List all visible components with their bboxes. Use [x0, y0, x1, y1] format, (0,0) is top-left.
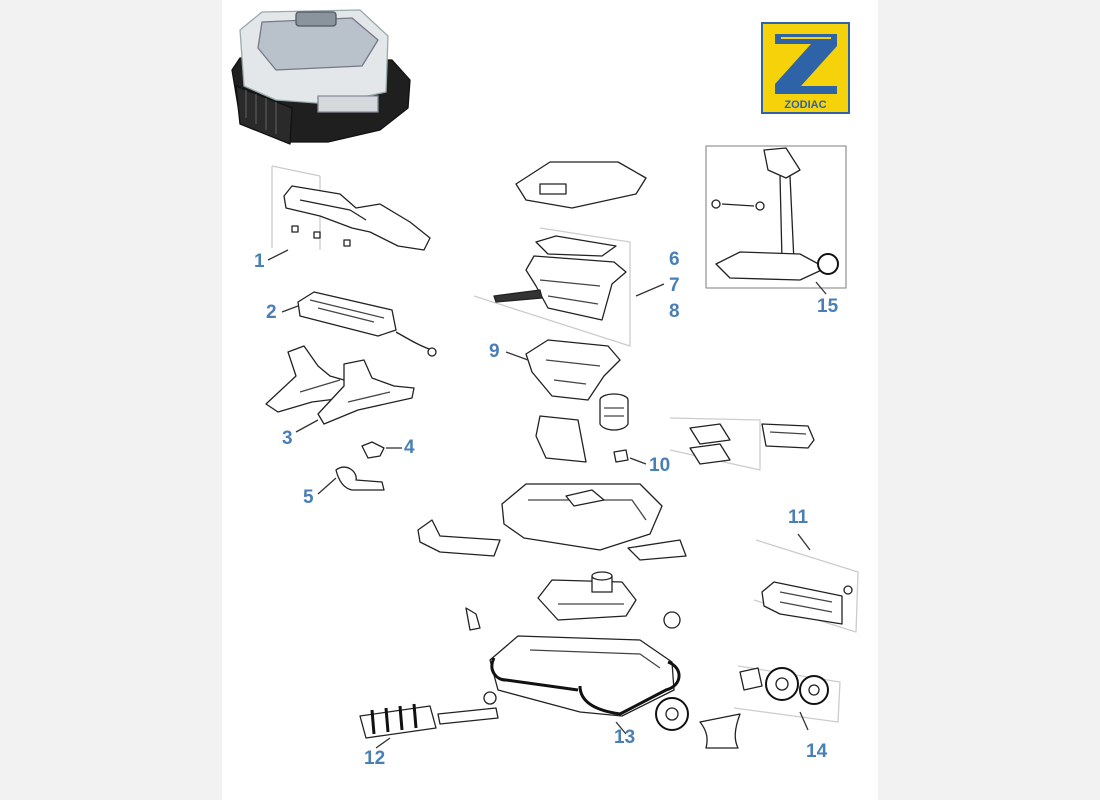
part-number-3: 3: [282, 428, 293, 449]
part-15-caddy-cart: [705, 145, 847, 295]
zodiac-logo-text: ZODIAC: [784, 99, 826, 111]
part-14-wheels: [733, 665, 841, 731]
part-number-10: 10: [649, 455, 671, 476]
part-number-6: 6: [669, 249, 680, 270]
part-number-1: 1: [254, 251, 265, 272]
part-12-brush-roller: [359, 691, 499, 749]
part-number-4: 4: [404, 437, 415, 458]
top-cover: [515, 161, 647, 209]
motor-housing: [535, 393, 629, 463]
part-10-swivel-group: [613, 417, 815, 471]
zodiac-logo: ZODIAC: [761, 22, 850, 114]
part-number-12: 12: [364, 748, 386, 769]
part-9-filter-body: [505, 339, 621, 401]
robot-product-photo: [231, 9, 411, 145]
part-2-electronics: [281, 291, 437, 357]
part-number-15: 15: [817, 296, 839, 317]
part-6-8-filter-basket: [473, 227, 665, 347]
part-number-5: 5: [303, 487, 314, 508]
part-3-side-plates: [265, 345, 415, 433]
pump-motor-block: [465, 571, 681, 631]
part-11-drive-module: [753, 533, 859, 633]
main-body: [417, 483, 687, 561]
part-number-7: 7: [669, 275, 680, 296]
part-4-clip: [361, 441, 402, 459]
part-number-11: 11: [788, 507, 809, 528]
part-number-9: 9: [489, 341, 500, 362]
part-number-14: 14: [806, 741, 828, 762]
chassis-tracks: [489, 635, 741, 749]
part-1-handle: [267, 165, 431, 261]
part-number-8: 8: [669, 301, 680, 322]
part-5-bracket: [317, 466, 385, 495]
part-number-2: 2: [266, 302, 277, 323]
part-number-13: 13: [614, 727, 636, 748]
